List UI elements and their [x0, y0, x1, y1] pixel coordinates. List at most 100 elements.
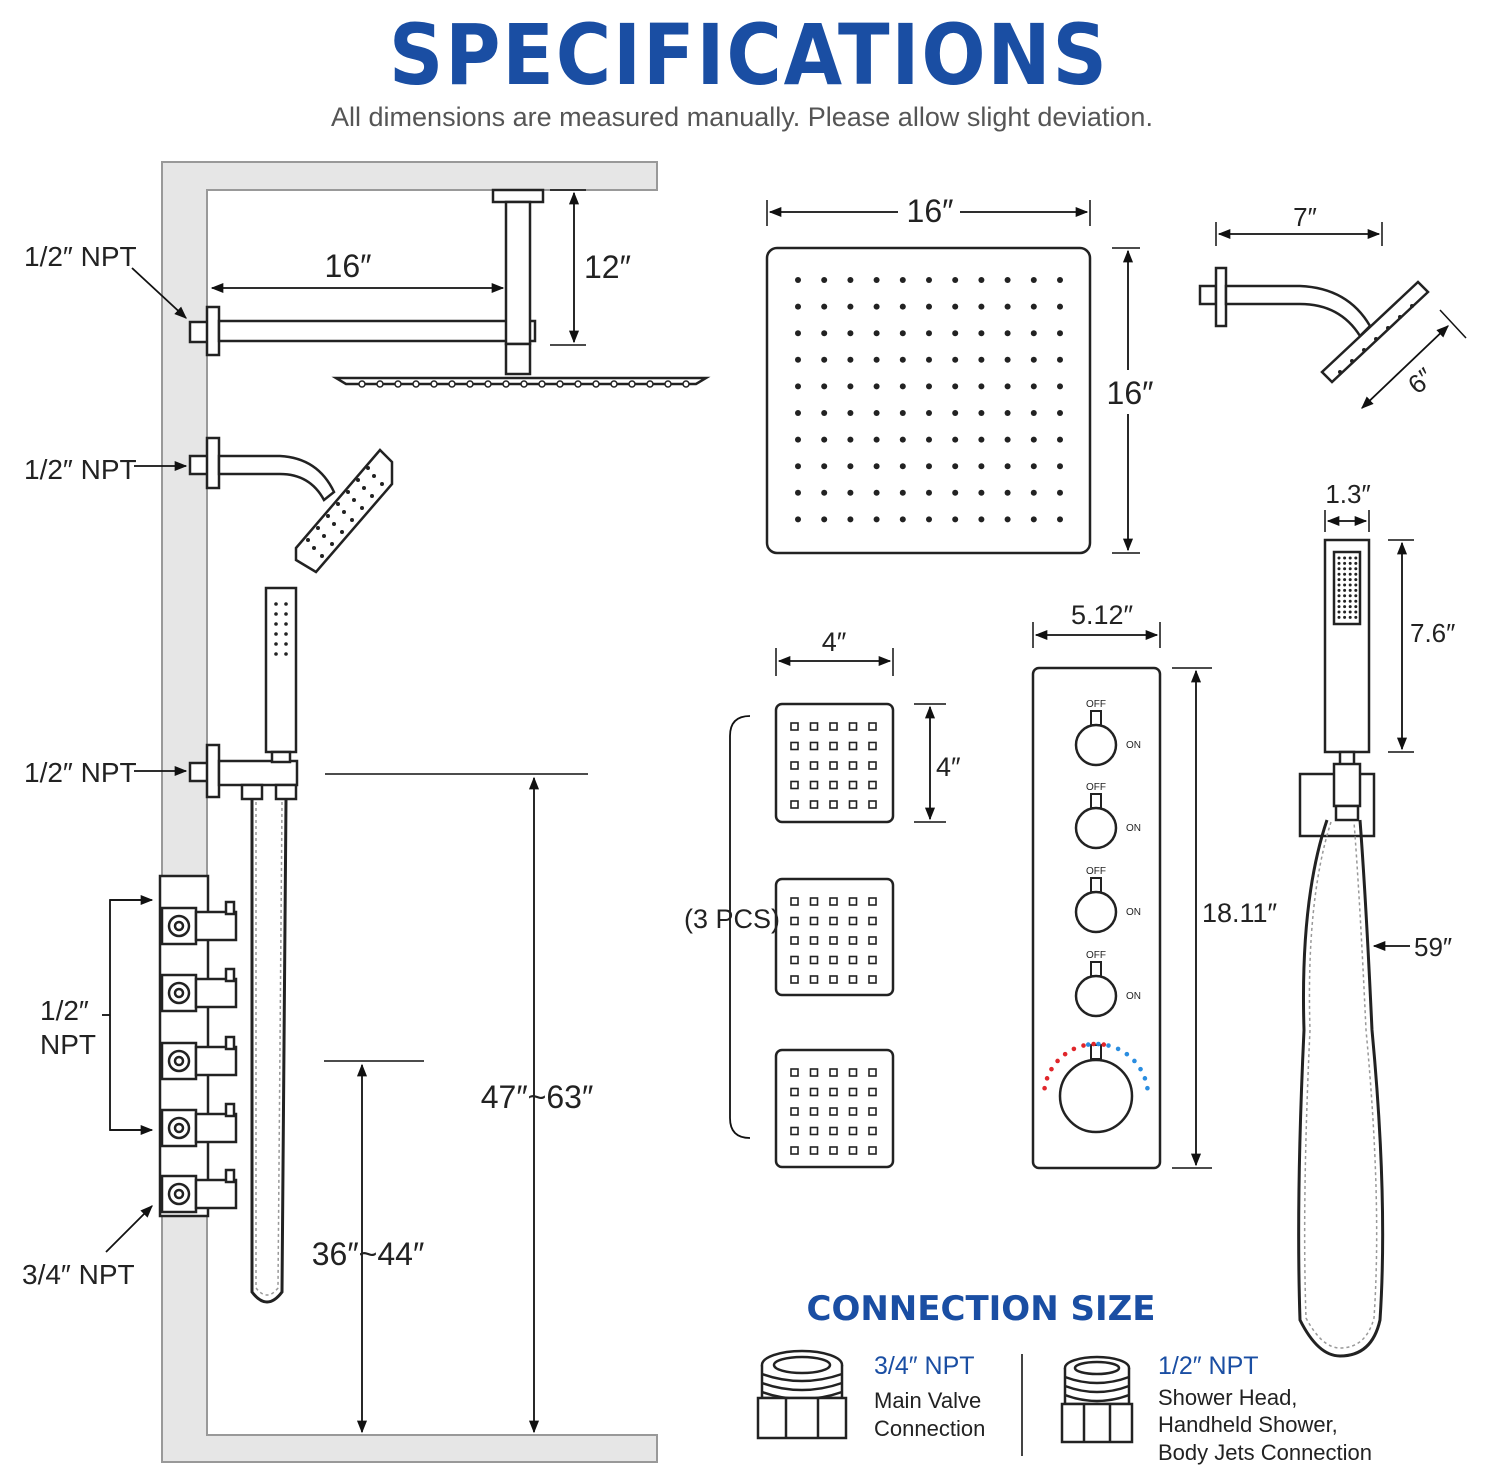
jet-nozzle [829, 936, 838, 945]
jet-nozzle [809, 780, 819, 790]
jet-nozzle [848, 936, 858, 945]
small-head-face-label: 6″ [1402, 362, 1439, 400]
rain-nozzle [847, 463, 854, 470]
hot-indicator-dot [1081, 1043, 1086, 1048]
rain-nozzle [1057, 356, 1063, 363]
thermostat-knob [1042, 1041, 1150, 1134]
rain-nozzle [795, 330, 801, 337]
handheld-width-dimension: 1.3″ [1324, 479, 1371, 532]
hot-indicator-dot [1071, 1046, 1077, 1052]
jet-nozzle [868, 897, 877, 906]
arm-length-dimension: 16″ [210, 248, 505, 294]
handheld-nozzle [1354, 567, 1358, 571]
jet-nozzle [829, 741, 838, 751]
jet-nozzle [868, 1087, 877, 1097]
rain-nozzle [795, 436, 801, 443]
rain-nozzle [899, 330, 906, 337]
wall-outline [161, 161, 658, 1463]
npt-label-arm: 1/2″ NPT [24, 454, 137, 485]
ceiling-drop-label: 12″ [584, 249, 631, 285]
rain-nozzle [1057, 489, 1063, 496]
rain-nozzle [847, 410, 854, 416]
handheld-nozzle [1343, 594, 1347, 598]
jet-nozzle [790, 780, 799, 790]
jet-nozzle [848, 897, 858, 906]
rain-nozzle [1030, 436, 1037, 443]
rain-nozzle [1004, 277, 1011, 283]
cold-indicator-dot [1138, 1066, 1143, 1072]
page-title: SPECIFICATIONS [388, 6, 1109, 104]
jet-nozzle [868, 722, 877, 731]
height-bottom-dimension: 36″~44″ [312, 1060, 424, 1434]
handheld-nozzle [1337, 588, 1341, 592]
rain-nozzle [1057, 277, 1063, 283]
rain-nozzle [978, 489, 985, 496]
valve-knob [1074, 723, 1118, 767]
rain-nozzle [821, 277, 828, 283]
rain-nozzle [926, 356, 932, 363]
rain-nozzle [926, 410, 932, 416]
npt-label-rain: 1/2″ NPT [24, 241, 137, 272]
jet-nozzle [809, 741, 819, 751]
hot-indicator-dot [1101, 1042, 1107, 1047]
rain-nozzle [847, 330, 854, 337]
rain-nozzle [899, 303, 906, 310]
jet-nozzle [809, 1146, 819, 1155]
handheld-nozzle [1337, 583, 1341, 587]
cold-indicator-dot [1115, 1046, 1121, 1052]
jet-nozzle [790, 897, 799, 906]
main-valve-size: 3/4″ NPT [874, 1352, 975, 1380]
rain-nozzle [1004, 436, 1011, 443]
rain-nozzle [1030, 489, 1037, 496]
rain-nozzle [873, 330, 880, 337]
valve-on-label: ON [1126, 907, 1141, 918]
jet-nozzle [790, 916, 799, 926]
hot-indicator-dot [1044, 1076, 1050, 1081]
rain-nozzle [978, 356, 985, 363]
jet-nozzle [868, 1146, 877, 1155]
rain-nozzle [873, 489, 880, 496]
ceiling-drop-dimension: 12″ [550, 189, 631, 346]
rain-nozzle [873, 410, 880, 416]
rain-nozzle [847, 436, 854, 443]
rain-nozzle [873, 356, 880, 363]
valve-off-label: OFF [1086, 782, 1106, 793]
rain-nozzle [978, 436, 985, 443]
rain-head-width-dimension: 16″ [766, 193, 1091, 229]
handheld-nozzle [1343, 567, 1347, 571]
rain-nozzle [795, 356, 801, 363]
jet-nozzle [829, 1146, 838, 1155]
handheld-nozzle [1337, 610, 1341, 614]
ceiling-rain-shower-assembly [188, 188, 711, 386]
rain-nozzle [952, 489, 959, 496]
jet-nozzle [829, 955, 838, 965]
rain-nozzle [926, 436, 932, 443]
wall-head-nozzles [306, 466, 384, 558]
rain-nozzle [795, 383, 801, 390]
rain-nozzle [926, 303, 932, 310]
rain-nozzle [1057, 330, 1063, 337]
rain-nozzle [847, 383, 854, 390]
handheld-nozzle [1337, 561, 1341, 565]
valve-knob [1074, 806, 1118, 850]
handheld-nozzle [1348, 594, 1352, 598]
cold-indicator-dot [1132, 1058, 1137, 1064]
rain-shower-nozzles [358, 380, 690, 388]
hot-indicator-dot [1049, 1066, 1054, 1072]
rain-nozzle [873, 277, 880, 283]
jet-nozzle [848, 800, 858, 809]
rain-nozzle [847, 356, 854, 363]
rain-nozzle [952, 516, 959, 523]
valve-panel-width-label: 5.12″ [1071, 600, 1134, 630]
handheld-nozzle [1354, 594, 1358, 598]
jet-nozzle [809, 897, 819, 906]
jet-nozzle [790, 1068, 799, 1077]
handheld-nozzle [1348, 567, 1352, 571]
handheld-nozzle [1354, 615, 1358, 619]
hot-indicator-dot [1055, 1058, 1060, 1064]
jet-nozzle [809, 1126, 819, 1136]
rain-nozzle [1030, 356, 1037, 363]
handheld-nozzle [1337, 572, 1341, 576]
handheld-length-label: 7.6″ [1410, 618, 1455, 648]
npt-label-handheld: 1/2″ NPT [24, 757, 137, 788]
